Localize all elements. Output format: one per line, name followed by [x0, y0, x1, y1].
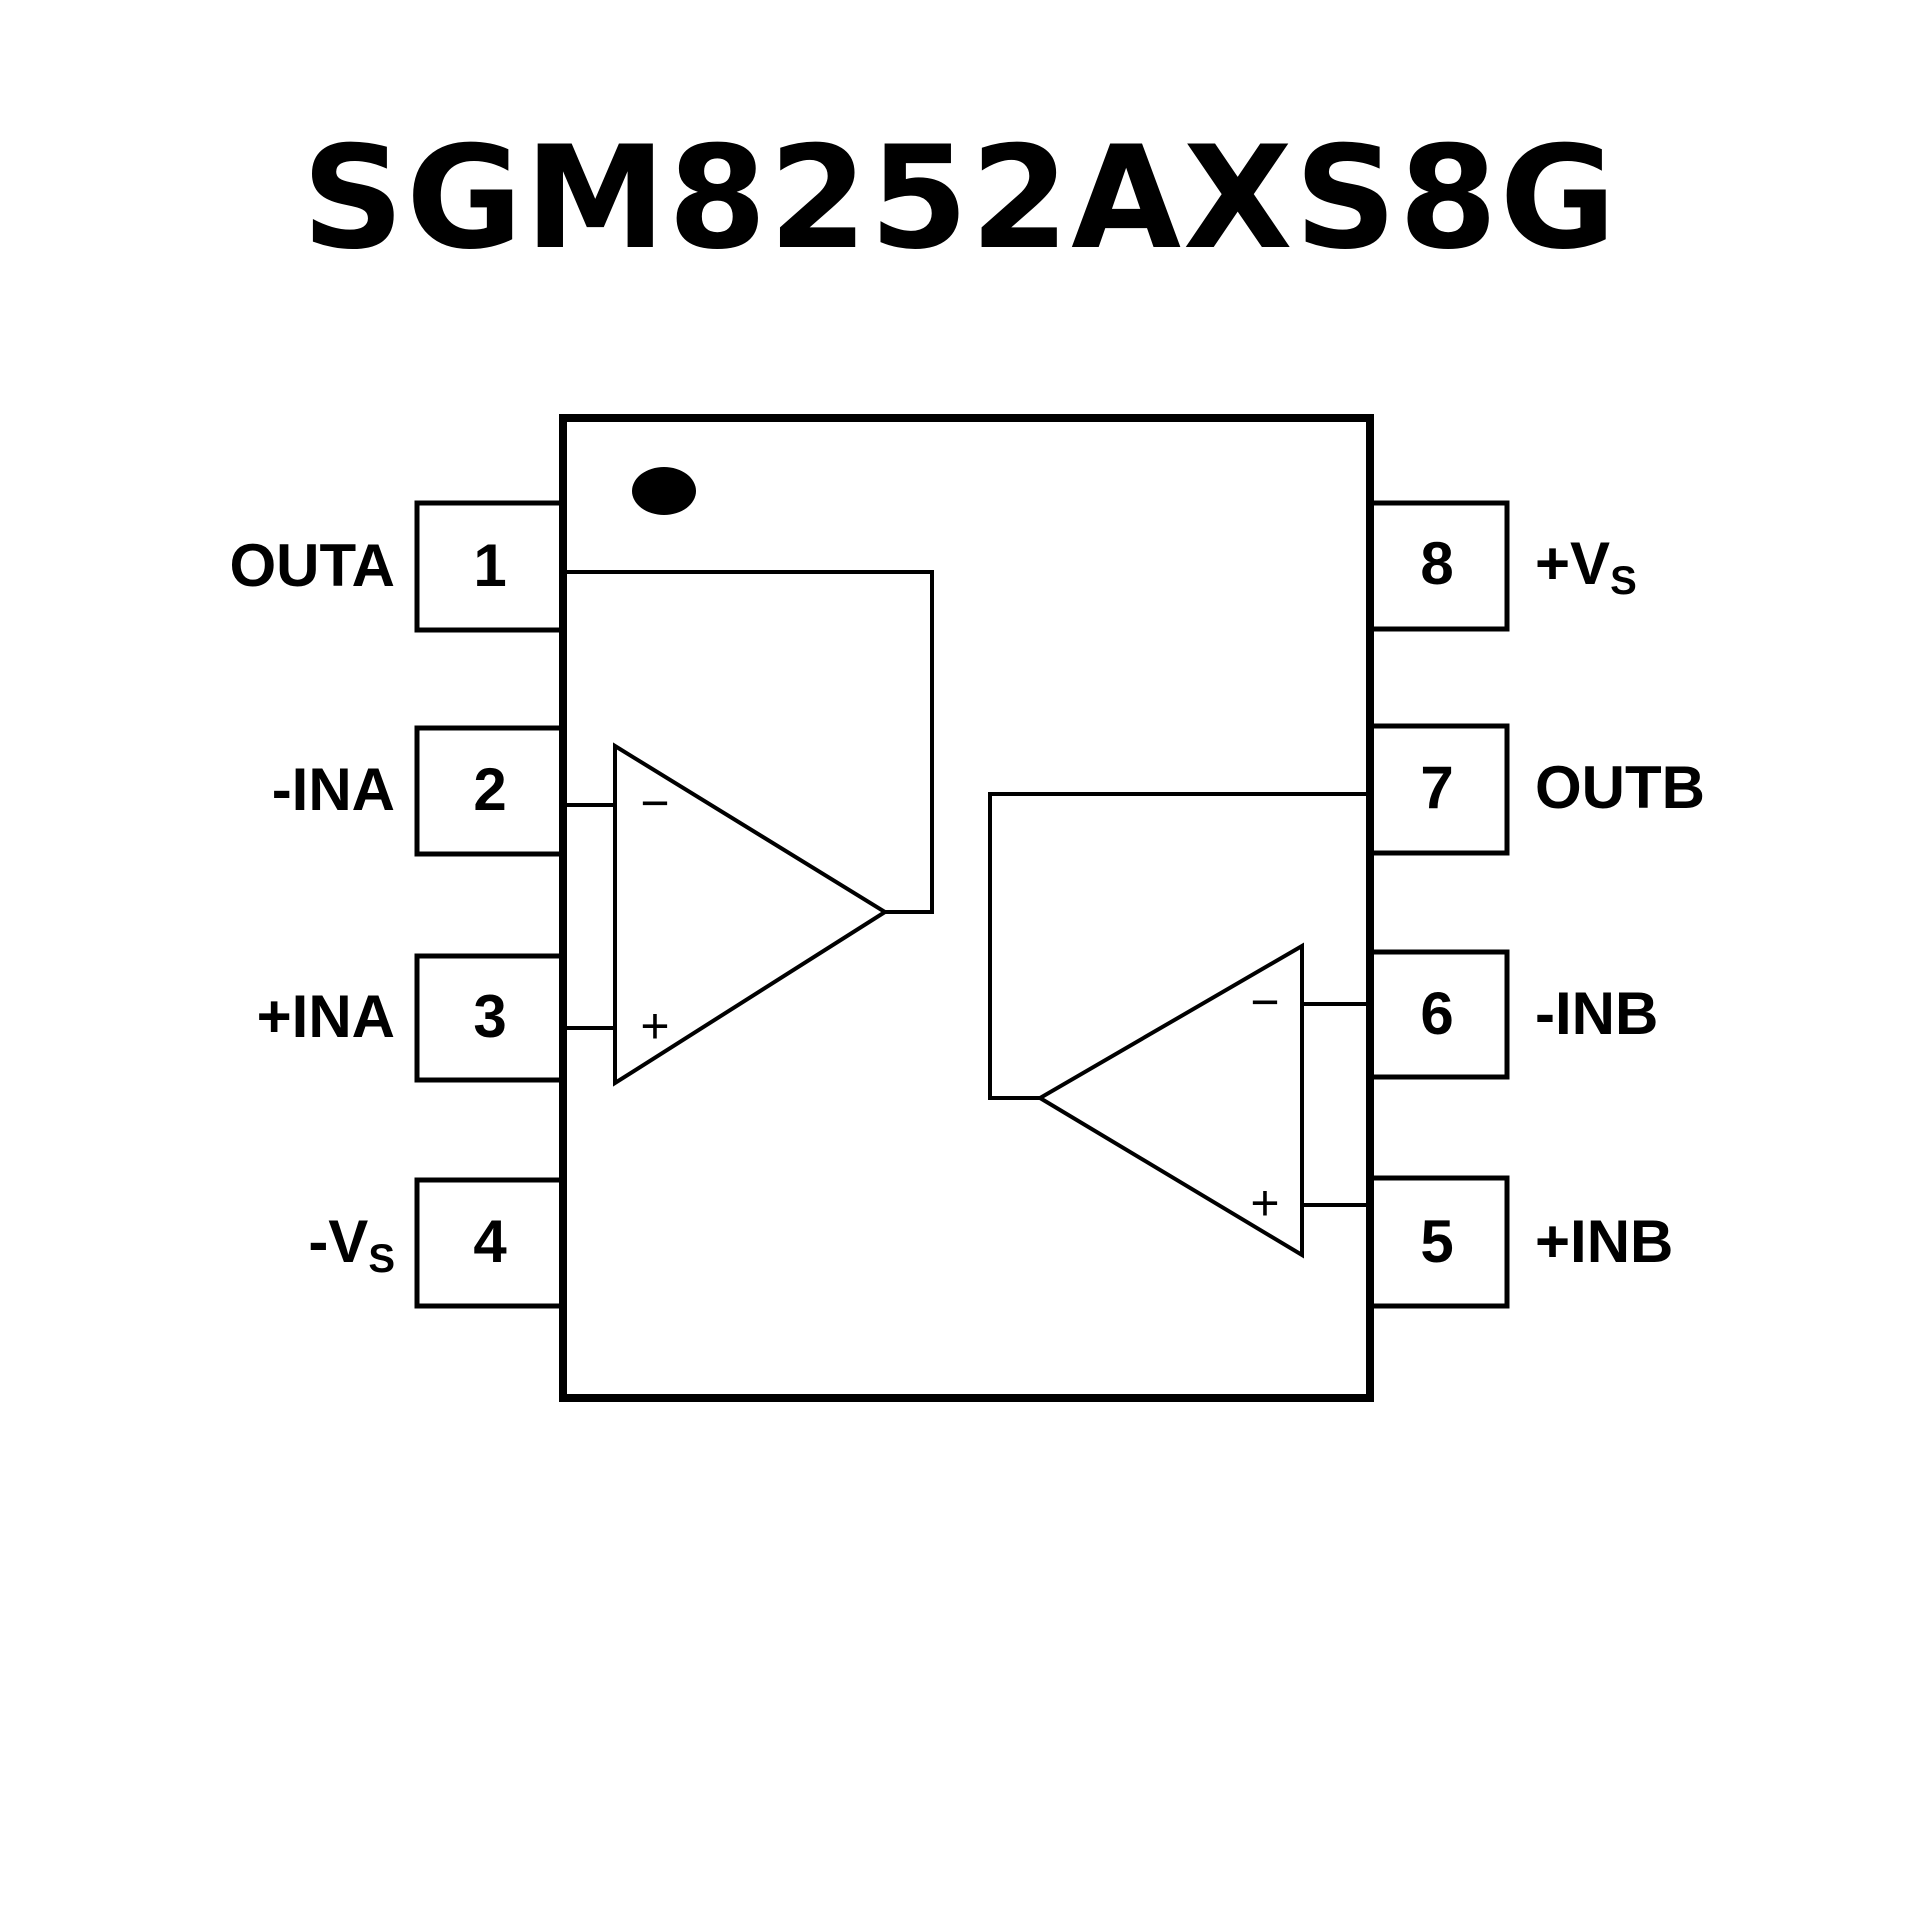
pin-5: 5 +INB	[1367, 1175, 1673, 1309]
pin-label: +VS	[1535, 530, 1637, 603]
pin-2: 2 -INA	[272, 725, 566, 857]
part-number-title: SGM8252AXS8G	[301, 116, 1619, 281]
pin-3: 3 +INA	[257, 953, 566, 1083]
pin-label: -INA	[272, 756, 395, 823]
op-amp-a-minus-sign: −	[640, 775, 669, 831]
pin-4: 4 -VS	[308, 1177, 566, 1309]
op-amp-a-plus-sign: +	[640, 998, 669, 1054]
pin-number: 6	[1420, 980, 1453, 1047]
pin-box	[1367, 1175, 1510, 1309]
ic-body	[559, 414, 1374, 1402]
op-amp-b-minus-sign: −	[1250, 974, 1279, 1030]
op-amp-b: − +	[988, 792, 1367, 1259]
pin1-indicator-dot	[632, 467, 696, 515]
pin-number: 2	[473, 756, 506, 823]
op-amp-a-triangle	[613, 742, 889, 1087]
pin-box	[414, 725, 566, 857]
op-amp-a-feedback-wire	[565, 570, 934, 914]
pin-box	[414, 500, 566, 633]
pin-label: OUTA	[229, 532, 395, 599]
pin-number: 4	[473, 1208, 507, 1275]
pin-label: -INB	[1535, 980, 1658, 1047]
pin-number: 5	[1420, 1208, 1453, 1275]
pin-number: 7	[1420, 754, 1453, 821]
op-amp-b-feedback-wire	[988, 792, 1367, 1100]
pin-label: -VS	[308, 1208, 395, 1281]
pin-label: +INB	[1535, 1208, 1673, 1275]
pin-8: 8 +VS	[1367, 500, 1637, 632]
pin-box	[1367, 949, 1510, 1080]
pin-number: 1	[473, 532, 506, 599]
pin-6: 6 -INB	[1367, 949, 1658, 1080]
op-amp-a: − +	[565, 570, 934, 1087]
pin-label: OUTB	[1535, 754, 1705, 821]
pin-7: 7 OUTB	[1367, 723, 1705, 856]
pin-box	[1367, 723, 1510, 856]
pin-number: 3	[473, 983, 506, 1050]
pin-1: 1 OUTA	[229, 500, 566, 633]
pin-label: +INA	[257, 983, 395, 1050]
pin-box	[1367, 500, 1510, 632]
pin-box	[414, 953, 566, 1083]
op-amp-b-plus-sign: +	[1250, 1175, 1279, 1231]
op-amp-b-triangle	[1036, 942, 1304, 1259]
pin-number: 8	[1420, 530, 1453, 597]
pin-box	[414, 1177, 566, 1309]
